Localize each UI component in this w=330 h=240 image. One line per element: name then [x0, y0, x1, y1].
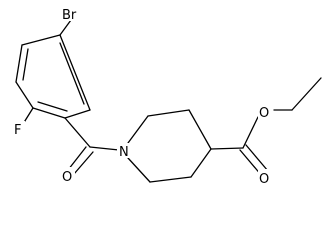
fluorine-atom: F — [13, 121, 25, 138]
benzene-ring — [15, 34, 91, 119]
ester-carbonyl-oxygen-atom: O — [258, 169, 272, 187]
ring-inner-bond-c — [59, 42, 85, 105]
bromine-label: Br — [62, 8, 77, 23]
pip-bond-c2-c3 — [147, 109, 190, 117]
ester-ether-oxygen-atom: O — [258, 103, 272, 121]
ring-bond-c3-c4 — [15, 81, 34, 109]
pip-bond-c4-c5 — [190, 148, 212, 178]
ketone-oxygen-atom: O — [61, 167, 75, 185]
pip-bond-n-c2 — [127, 115, 149, 144]
bond-ring-to-bromine — [59, 19, 72, 36]
ester-carbonyl-oxygen-label: O — [259, 172, 269, 187]
ketone-oxygen-label: O — [62, 170, 72, 185]
ring-bond-c4-c5 — [15, 44, 23, 83]
ring-bond-c5-c6 — [21, 34, 61, 46]
piperidine-ring — [127, 109, 212, 183]
fluorine-label: F — [14, 123, 21, 138]
bond-ester-carbonyl-2 — [245, 144, 269, 172]
bromine-atom: Br — [61, 6, 82, 23]
nitrogen-label: N — [119, 145, 129, 160]
pip-bond-c5-c6 — [149, 176, 192, 183]
bond-carbonyl-oxygen-2 — [73, 151, 94, 175]
ring-inner-bond-a — [37, 101, 68, 112]
pip-bond-c3-c4 — [188, 109, 212, 150]
ester-ether-oxygen-label: O — [259, 106, 269, 121]
structure-diagram: Br F N O O O — [13, 6, 322, 187]
bond-ester-carbon-to-oxygen — [242, 116, 259, 149]
ring-bond-c1-c2 — [64, 109, 91, 119]
ring-bond-c2-c3 — [32, 107, 66, 119]
nitrogen-atom: N — [117, 143, 131, 160]
ring-inner-bond-b — [22, 48, 29, 81]
ring-bond-c6-c1 — [59, 34, 91, 111]
bond-carbonyl-oxygen-1 — [67, 146, 87, 171]
bond-carbonyl-to-nitrogen — [89, 146, 120, 151]
bond-ring-to-ester-carbon — [210, 147, 244, 150]
bond-ring-to-carbonyl — [64, 117, 91, 148]
pip-bond-c6-n — [127, 157, 151, 183]
bond-ethyl — [291, 77, 322, 111]
